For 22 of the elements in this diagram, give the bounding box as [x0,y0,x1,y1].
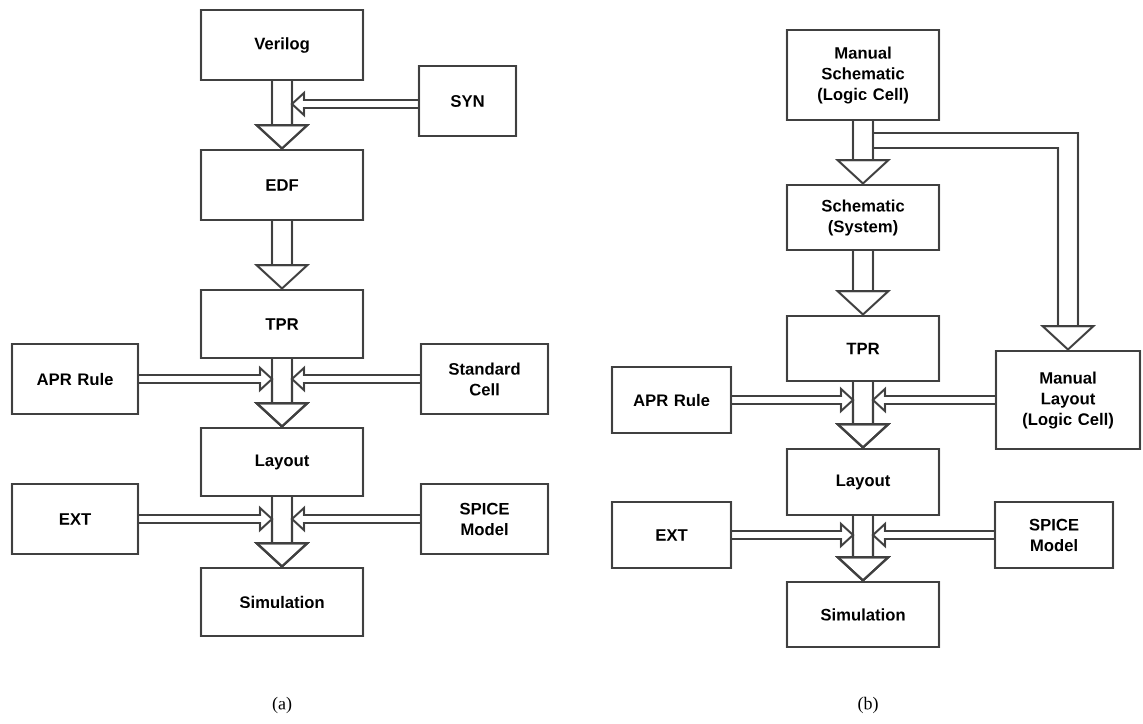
process-box: EXT [610,500,733,570]
process-box: SPICE Model [993,500,1115,570]
process-box: EXT [10,482,140,556]
process-box: Simulation [785,580,941,649]
process-box: SYN [417,64,518,138]
process-box: Manual Schematic (Logic Cell) [785,28,941,122]
process-box: Layout [199,426,365,498]
process-box: APR Rule [610,365,733,435]
process-box: Simulation [199,566,365,638]
process-box: TPR [199,288,365,360]
process-box: EDF [199,148,365,222]
process-box: Schematic (System) [785,183,941,252]
process-box: Verilog [199,8,365,82]
process-box: TPR [785,314,941,383]
process-box: Manual Layout (Logic Cell) [994,349,1142,451]
process-box: Standard Cell [419,342,550,416]
panel-label: (a) [272,696,292,714]
block-arrow [871,131,1097,351]
process-box: SPICE Model [419,482,550,556]
process-box: APR Rule [10,342,140,416]
process-box: Layout [785,447,941,517]
panel-label: (b) [858,696,878,714]
